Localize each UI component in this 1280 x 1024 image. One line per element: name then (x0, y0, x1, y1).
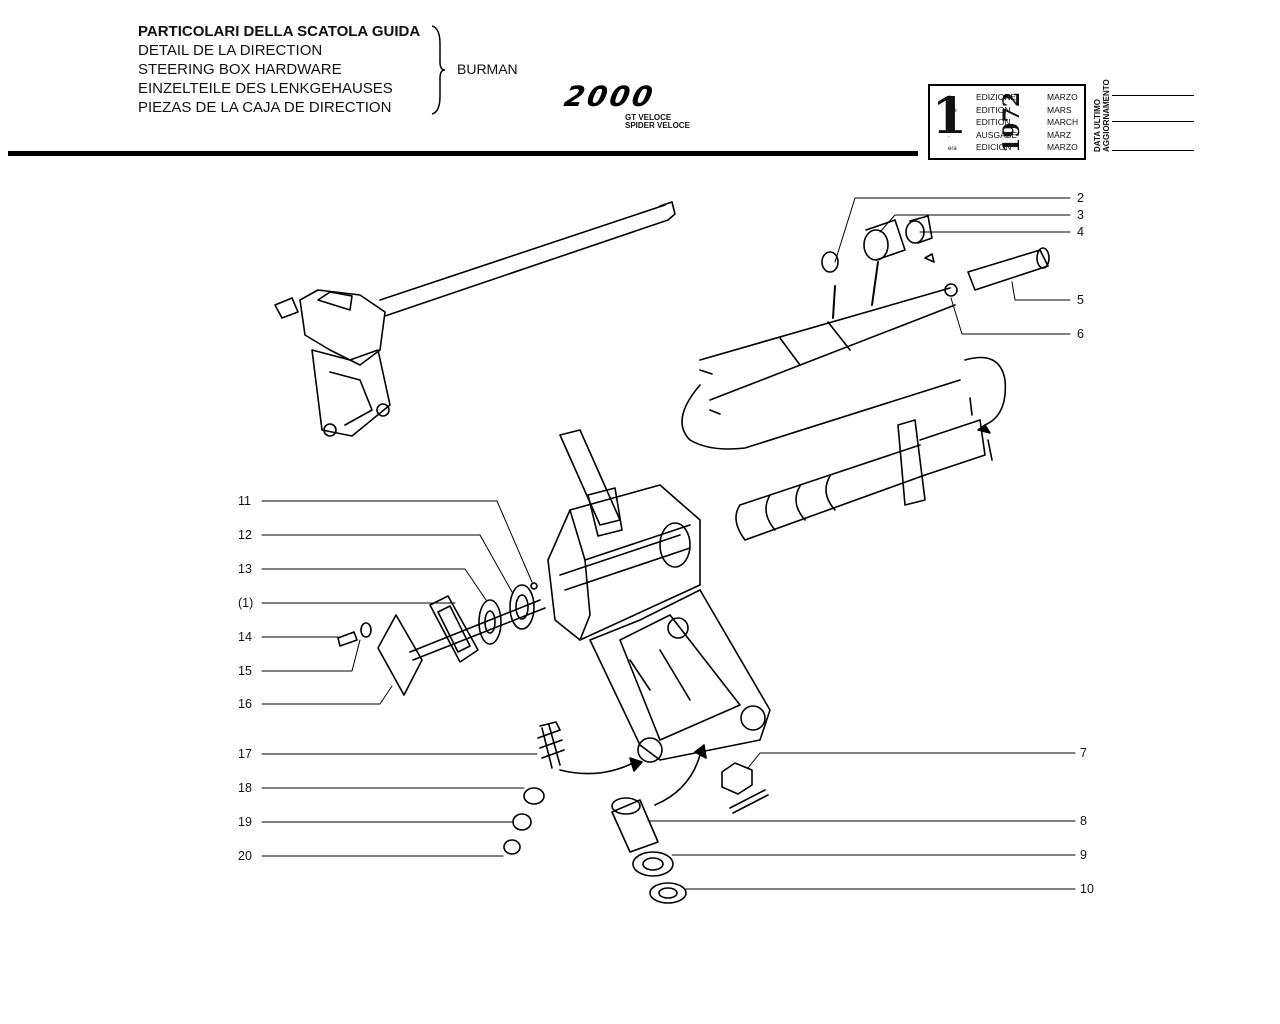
callout-3: 3 (1077, 208, 1084, 222)
assembled-steering-box (274, 201, 676, 437)
edition-month: MÄRZ (1047, 129, 1072, 140)
edition-box: 1 a ere st . era EDIZIONE EDITION EDITIO… (928, 84, 1086, 160)
callout-8: 8 (1080, 814, 1087, 828)
edition-word: EDICION (976, 142, 1012, 152)
model-logo: 2000 GT VELOCE SPIDER VELOCE (561, 80, 689, 130)
update-line (1112, 150, 1194, 151)
edition-month: MARCH (1047, 117, 1079, 127)
edition-words: EDIZIONE EDITION EDITION AUSGABE EDICION (976, 91, 1017, 154)
edition-ordinal: ere (948, 108, 957, 114)
update-line (1112, 95, 1194, 96)
update-line (1112, 121, 1194, 122)
title-english: STEERING BOX HARDWARE (138, 61, 342, 78)
callout-leaders (261, 197, 1076, 890)
edition-ordinal: . (948, 133, 950, 139)
title-block: PARTICOLARI DELLA SCATOLA GUIDA DETAIL D… (138, 22, 420, 117)
steering-column-parts (681, 215, 1050, 541)
edition-number: 1 (932, 86, 967, 145)
callout-19: 19 (238, 815, 252, 829)
callout-2: 2 (1077, 191, 1084, 205)
title-german: EINZELTEILE DES LENKGEHAUSES (138, 80, 393, 97)
edition-month: MARS (1047, 104, 1072, 115)
title-italian: PARTICOLARI DELLA SCATOLA GUIDA (138, 23, 421, 40)
callout-9: 9 (1080, 848, 1087, 862)
edition-month: MARZO (1047, 142, 1078, 152)
edition-word: AUSGABE (976, 129, 1018, 140)
callout-13: 13 (238, 562, 252, 576)
callout-20: 20 (238, 849, 252, 863)
callout-17: 17 (238, 747, 252, 761)
steering-box-housing (409, 429, 771, 763)
exploded-small-parts (337, 582, 769, 904)
model-variant-gt: GT VELOCE (625, 113, 672, 122)
callout-1: (1) (238, 596, 254, 610)
callout-12: 12 (238, 528, 252, 542)
edition-word: EDIZIONE (976, 92, 1017, 102)
callout-16: 16 (238, 697, 252, 711)
title-spanish: PIEZAS DE LA CAJA DE DIRECTION (138, 99, 392, 116)
callout-4: 4 (1077, 225, 1084, 239)
brace-icon (431, 25, 446, 115)
callout-6: 6 (1077, 327, 1084, 341)
maker-label: BURMAN (457, 61, 518, 77)
callout-14: 14 (238, 630, 252, 644)
callout-18: 18 (238, 781, 252, 795)
callout-7: 7 (1080, 746, 1087, 760)
header-rule (8, 151, 918, 156)
callout-15: 15 (238, 664, 252, 678)
title-french: DETAIL DE LA DIRECTION (138, 42, 323, 59)
edition-word: EDITION (976, 117, 1011, 127)
edition-ordinal: a (948, 95, 952, 101)
edition-ordinal: era (948, 146, 957, 152)
edition-months: MARZO MARS MARCH MÄRZ MARZO (1047, 91, 1078, 154)
model-variant-spider: SPIDER VELOCE (625, 121, 690, 130)
callout-5: 5 (1077, 293, 1084, 307)
edition-ordinal: st (948, 121, 953, 127)
callout-10: 10 (1080, 882, 1094, 896)
callout-11: 11 (238, 494, 251, 508)
edition-word: EDITION (976, 104, 1011, 115)
edition-month: MARZO (1047, 92, 1078, 102)
